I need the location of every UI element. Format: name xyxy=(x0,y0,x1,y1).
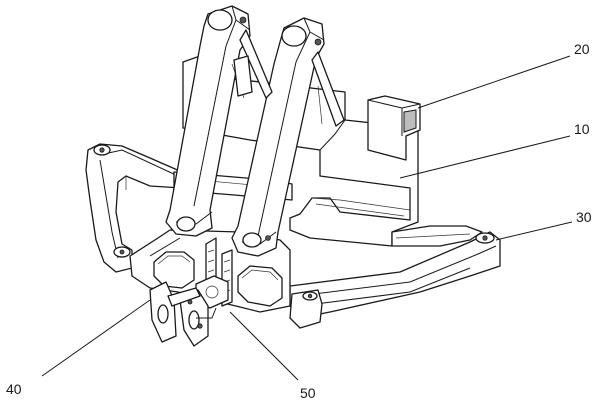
linkage-bars xyxy=(231,29,345,127)
leader-30 xyxy=(495,221,573,241)
left-arm xyxy=(165,5,251,237)
leader-10 xyxy=(399,135,571,179)
leader-50 xyxy=(229,311,299,381)
back-plate xyxy=(182,55,419,247)
reference-label-40: 40 xyxy=(6,381,22,397)
reference-label-30: 30 xyxy=(576,209,592,225)
leader-40 xyxy=(41,299,151,377)
leader-20 xyxy=(417,55,571,109)
u-frame xyxy=(85,143,501,329)
reference-label-50: 50 xyxy=(300,385,316,401)
end-effector xyxy=(149,281,217,347)
reference-label-20: 20 xyxy=(574,41,590,57)
top-block xyxy=(367,95,421,161)
reference-label-10: 10 xyxy=(574,121,590,137)
